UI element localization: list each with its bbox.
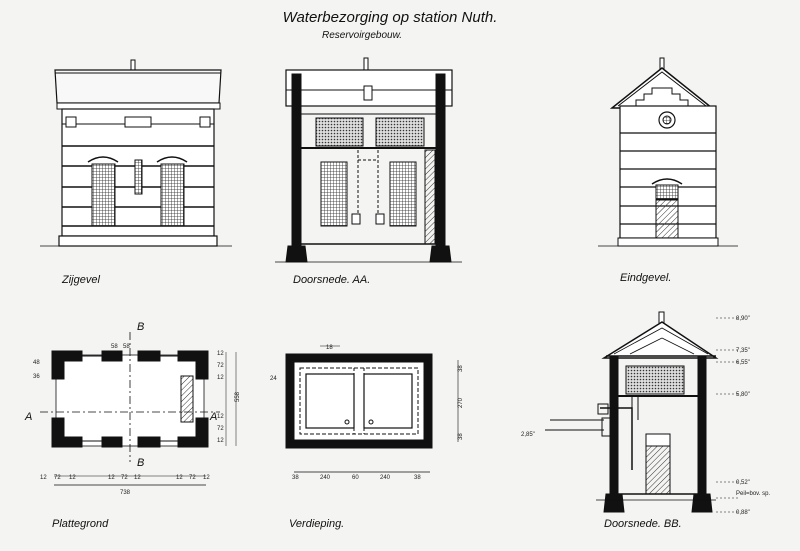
drawing-title: Waterbezorging op station Nuth. (283, 9, 498, 26)
section-mark-a-right: A (209, 411, 217, 423)
section-mark-a-left: A (24, 411, 32, 423)
section-mark-b-top: B (137, 321, 144, 333)
side-elevation (40, 59, 232, 247)
section-mark-b-bottom: B (137, 457, 144, 469)
plan-dim-top: 58 (111, 344, 118, 350)
level-marker: 0,52" (736, 480, 750, 486)
floor-dim-bottom: 38 (292, 475, 299, 481)
floor-dims-right: 38 270 38 (458, 365, 464, 440)
plan-dim-total: 738 (120, 490, 131, 496)
plan-dim-bottom: 12 (69, 475, 76, 481)
floor-dim-right: 38 (458, 365, 464, 372)
plan-dim-bottom: 72 (121, 475, 128, 481)
plan-dim-right: 12 (217, 438, 224, 444)
plan-dims-right: 12 72 12 12 72 12 (217, 351, 224, 444)
side-level-marker: 2,85" (521, 432, 535, 438)
level-marker: Peil=bov. sp. (736, 491, 770, 497)
plan-dim-right: 12 (217, 351, 224, 357)
section-aa-label: Doorsnede. AA. (293, 274, 370, 286)
plan-dims-bottom: 12 72 12 12 72 12 12 72 12 (40, 475, 210, 481)
plan-dim-bottom: 12 (40, 475, 47, 481)
section-bb (545, 311, 740, 513)
floor-dim-left: 24 (270, 376, 277, 382)
level-marker: 6,55" (736, 360, 750, 366)
upper-floor-label: Verdieping. (289, 518, 344, 530)
level-marker: 5,80" (736, 392, 750, 398)
plan-dim-right-total: 558 (235, 391, 241, 402)
side-elevation-label: Zijgevel (61, 274, 100, 286)
plan-dim-bottom: 12 (108, 475, 115, 481)
upper-floor-plan (285, 345, 459, 473)
end-elevation-label: Eindgevel. (620, 272, 671, 284)
level-marker: 8,90" (736, 316, 750, 322)
section-bb-label: Doorsnede. BB. (604, 518, 682, 530)
level-marker: 7,35" (736, 348, 750, 354)
floor-dim-bottom: 240 (320, 475, 331, 481)
plan-dim-bottom: 72 (189, 475, 196, 481)
level-marker: 0,88" (736, 510, 750, 516)
drawing-subtitle: Reservoirgebouw. (322, 30, 402, 41)
plan-dim-right: 72 (217, 363, 224, 369)
floor-dim-bottom: 60 (352, 475, 359, 481)
floor-dim-top: 18 (326, 345, 333, 351)
plan-dim-left: 36 (33, 374, 40, 380)
plan-dim-top: 58 (123, 344, 130, 350)
plan-dim-bottom: 12 (203, 475, 210, 481)
floor-dim-bottom: 38 (414, 475, 421, 481)
floor-dim-right: 270 (458, 397, 464, 408)
ground-plan-label: Plattegrond (52, 518, 109, 530)
plan-dim-bottom: 12 (176, 475, 183, 481)
floor-dim-right: 38 (458, 433, 464, 440)
plan-dim-bottom: 72 (54, 475, 61, 481)
plan-dim-right: 12 (217, 414, 224, 420)
floor-dim-bottom: 240 (380, 475, 391, 481)
level-markers: 8,90" 7,35" 6,55" 5,80" 0,52" Peil=bov. … (736, 316, 770, 516)
end-elevation (598, 57, 738, 247)
plan-dim-right: 12 (217, 375, 224, 381)
floor-dims-bottom: 38 240 60 240 38 (292, 475, 421, 481)
plan-dim-bottom: 12 (134, 475, 141, 481)
plan-dim-left: 48 (33, 360, 40, 366)
section-aa (275, 57, 462, 263)
plan-dim-right: 72 (217, 426, 224, 432)
ground-plan (40, 332, 237, 486)
